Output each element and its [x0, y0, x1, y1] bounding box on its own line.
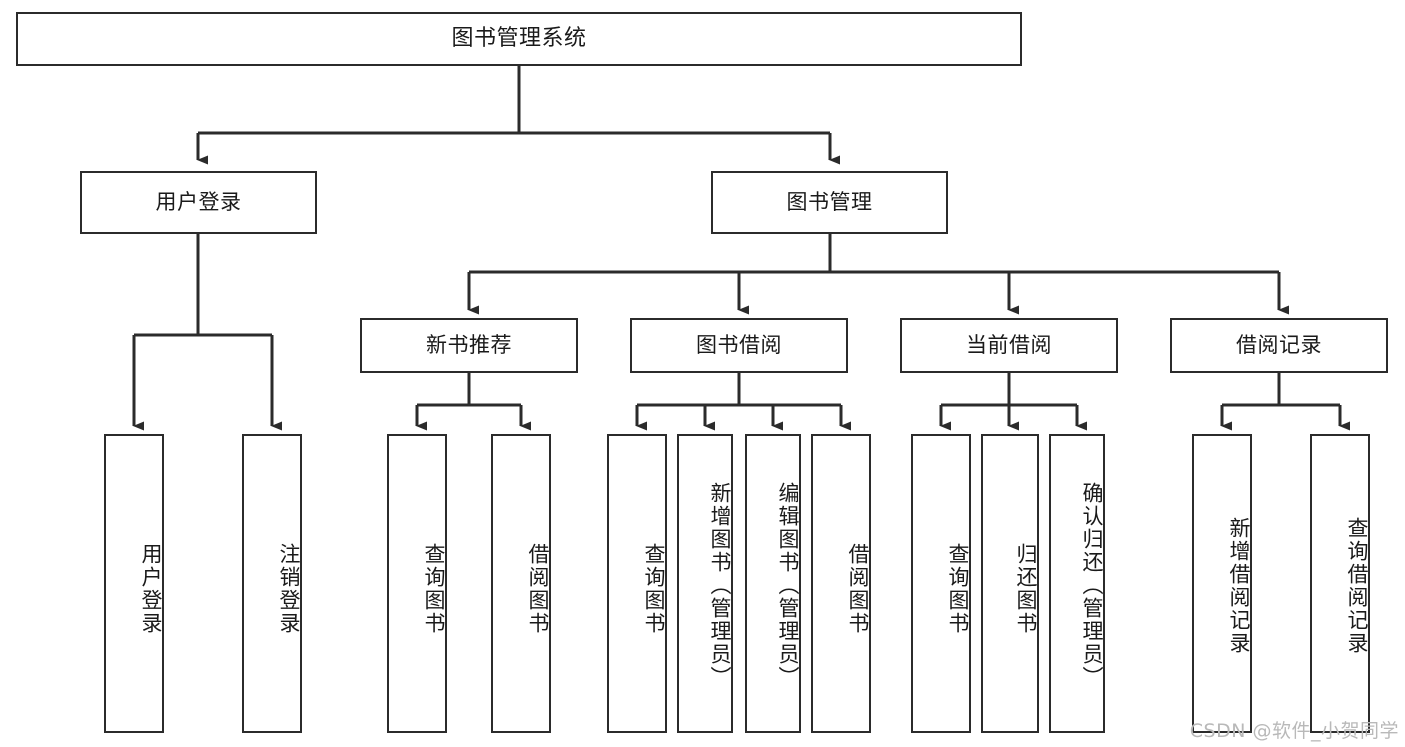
- csdn-watermark: CSDN @软件_小贺同学: [1189, 720, 1399, 742]
- node-book-management[interactable]: 图书管理: [711, 171, 948, 234]
- leaf-newbook-borrow-book[interactable]: 借阅图书: [491, 434, 551, 733]
- leaf-newbook-query-book[interactable]: 查询图书: [387, 434, 447, 733]
- node-book-borrow[interactable]: 图书借阅: [630, 318, 848, 373]
- node-user-login[interactable]: 用户登录: [80, 171, 317, 234]
- node-current-borrow[interactable]: 当前借阅: [900, 318, 1118, 373]
- leaf-current-return-book[interactable]: 归还图书: [981, 434, 1039, 733]
- leaf-borrow-borrow-book[interactable]: 借阅图书: [811, 434, 871, 733]
- leaf-borrow-add-book-admin[interactable]: 新增图书（管理员）: [677, 434, 733, 733]
- leaf-borrow-query-book[interactable]: 查询图书: [607, 434, 667, 733]
- leaf-borrow-edit-book-admin[interactable]: 编辑图书（管理员）: [745, 434, 801, 733]
- node-new-book-recommend[interactable]: 新书推荐: [360, 318, 578, 373]
- node-root-system[interactable]: 图书管理系统: [16, 12, 1022, 66]
- leaf-logout-login[interactable]: 注销登录: [242, 434, 302, 733]
- leaf-user-login[interactable]: 用户登录: [104, 434, 164, 733]
- leaf-current-query-book[interactable]: 查询图书: [911, 434, 971, 733]
- leaf-current-confirm-return-admin[interactable]: 确认归还（管理员）: [1049, 434, 1105, 733]
- node-borrow-record[interactable]: 借阅记录: [1170, 318, 1388, 373]
- leaf-record-query-borrow-record[interactable]: 查询借阅记录: [1310, 434, 1370, 733]
- leaf-record-add-borrow-record[interactable]: 新增借阅记录: [1192, 434, 1252, 733]
